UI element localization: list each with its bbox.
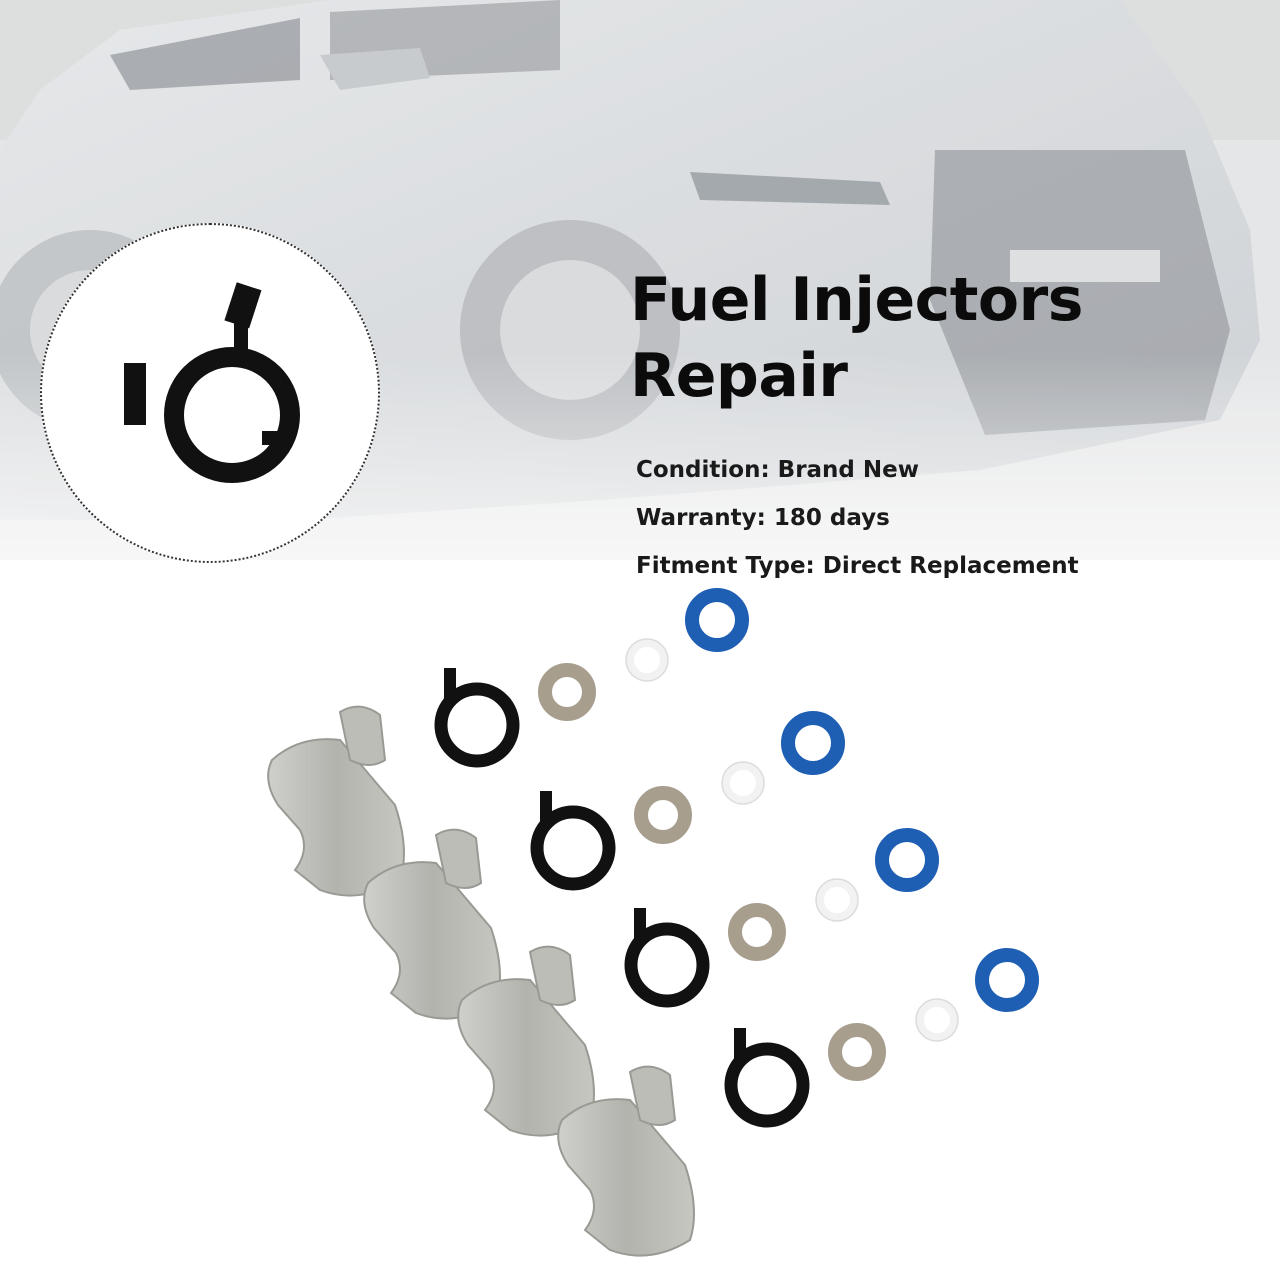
kit-set-4 [557, 948, 1039, 1257]
o-ring-icon [975, 948, 1039, 1012]
injector-seal-kit [267, 588, 1039, 1257]
clamp-icon [457, 945, 595, 1137]
spec-fitment: Fitment Type: Direct Replacement [636, 553, 1079, 579]
retaining-clip-icon [624, 908, 710, 1008]
sleeve-icon [721, 761, 765, 805]
product-title: Fuel Injectors Repair [630, 262, 1250, 414]
o-ring-icon [685, 588, 749, 652]
retaining-clip-icon [434, 668, 520, 768]
clamp-icon [557, 1065, 695, 1257]
sleeve-icon [625, 638, 669, 682]
spec-condition: Condition: Brand New [636, 457, 919, 483]
washer-icon [728, 903, 786, 961]
kit-set-1 [267, 588, 749, 897]
kit-set-3 [457, 828, 939, 1137]
retaining-clip-icon [530, 791, 616, 891]
o-ring-icon [781, 711, 845, 775]
retaining-clip-icon [724, 1028, 810, 1128]
sleeve-icon [915, 998, 959, 1042]
clip-detail-inset [40, 223, 380, 563]
kit-set-2 [363, 711, 845, 1020]
spec-warranty: Warranty: 180 days [636, 505, 890, 531]
washer-icon [634, 786, 692, 844]
product-specs: Condition: Brand New Warranty: 180 days … [636, 452, 1256, 596]
sleeve-icon [815, 878, 859, 922]
washer-icon [538, 663, 596, 721]
title-line-2: Repair [630, 341, 848, 411]
o-ring-icon [875, 828, 939, 892]
retaining-clip-icon [124, 282, 300, 483]
washer-icon [828, 1023, 886, 1081]
title-line-1: Fuel Injectors [630, 265, 1083, 335]
